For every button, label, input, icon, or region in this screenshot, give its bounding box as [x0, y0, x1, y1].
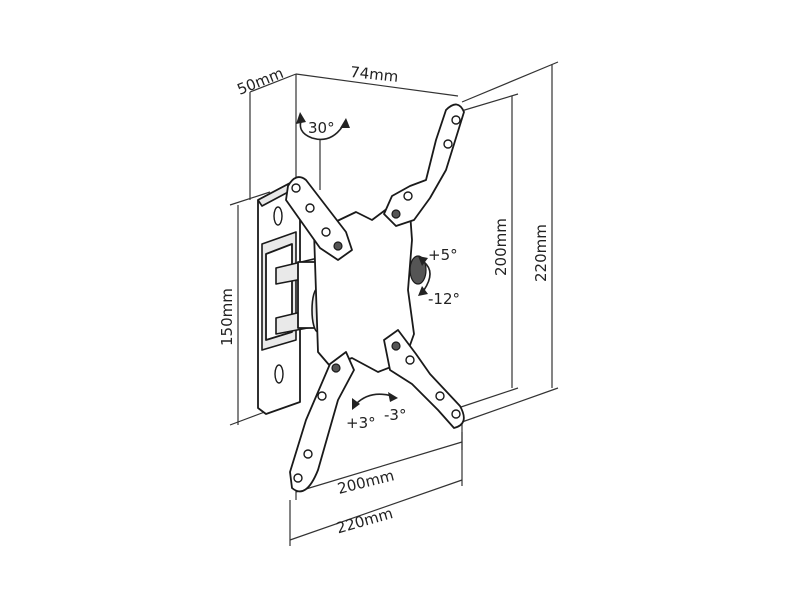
- rotation-indicator: +3° -3°: [346, 392, 406, 432]
- vesa-vertical-label: 200mm: [492, 218, 510, 276]
- tilt-up-label: +5°: [428, 246, 458, 264]
- wall-slot-top: [273, 206, 283, 226]
- arrow-head-icon: [352, 398, 360, 410]
- swivel-angle-label: 30°: [308, 119, 335, 137]
- arrow-head-icon: [418, 256, 428, 266]
- arrow-head-icon: [418, 286, 428, 296]
- arm-top-right: [383, 103, 465, 227]
- bracket-width-label: 220mm: [334, 504, 395, 537]
- arrow-head-icon: [388, 392, 398, 402]
- arrow-head-icon: [296, 112, 306, 124]
- wall-plate: [257, 181, 301, 415]
- depth-right-label: 74mm: [349, 63, 399, 86]
- arm-bottom-right: [383, 329, 465, 429]
- arm-bottom-left: [289, 351, 355, 493]
- tilt-down-label: -12°: [428, 290, 460, 308]
- rotate-left-label: +3°: [346, 414, 376, 432]
- arm-top-left: [285, 176, 353, 261]
- dimension-lines: [229, 61, 559, 546]
- rotate-right-label: -3°: [384, 406, 406, 424]
- wall-slot-bottom: [274, 364, 284, 384]
- arrow-head-icon: [340, 118, 350, 128]
- bracket-height-label: 220mm: [532, 224, 550, 282]
- swivel-indicator: 30°: [296, 112, 350, 141]
- tilt-indicator: +5° -12°: [418, 246, 460, 308]
- depth-left-label: 50mm: [234, 64, 286, 99]
- wall-plate-height-label: 150mm: [218, 288, 236, 346]
